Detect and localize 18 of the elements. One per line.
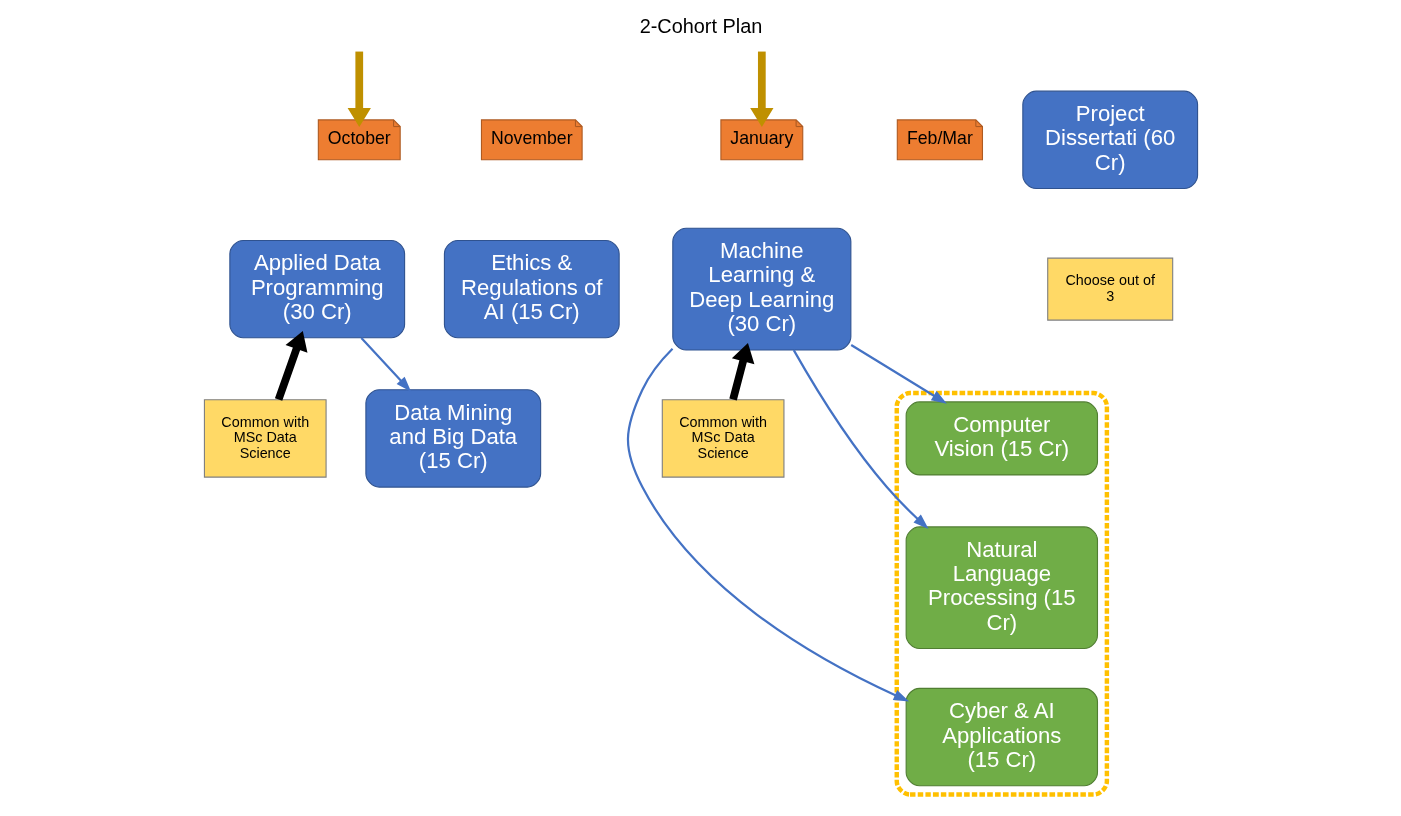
node-box: Cyber & AI Applications (15 Cr) xyxy=(905,687,1098,787)
node-box: Machine Learning & Deep Learning (30 Cr) xyxy=(671,227,851,351)
node-box: Computer Vision (15 Cr) xyxy=(905,401,1098,476)
arrow xyxy=(728,342,754,401)
arrow xyxy=(792,349,929,529)
node-box: Common with MSc Data Science xyxy=(203,399,327,478)
node-box: Choose out of 3 xyxy=(1046,257,1173,321)
node-box: Ethics & Regulations of AI (15 Cr) xyxy=(443,239,620,339)
node-box: Applied Data Programming (30 Cr) xyxy=(228,239,405,339)
node-box: Project Dissertati (60 Cr) xyxy=(1021,90,1198,190)
node-box: Common with MSc Data Science xyxy=(661,399,784,478)
arrow xyxy=(274,331,307,401)
node-box: Data Mining and Big Data (15 Cr) xyxy=(364,389,541,488)
node-box: Natural Language Processing (15 Cr) xyxy=(905,526,1098,650)
diagram-title: 2-Cohort Plan xyxy=(639,14,762,37)
arrow xyxy=(360,337,411,392)
arrow xyxy=(850,344,947,404)
arrow xyxy=(626,347,909,702)
